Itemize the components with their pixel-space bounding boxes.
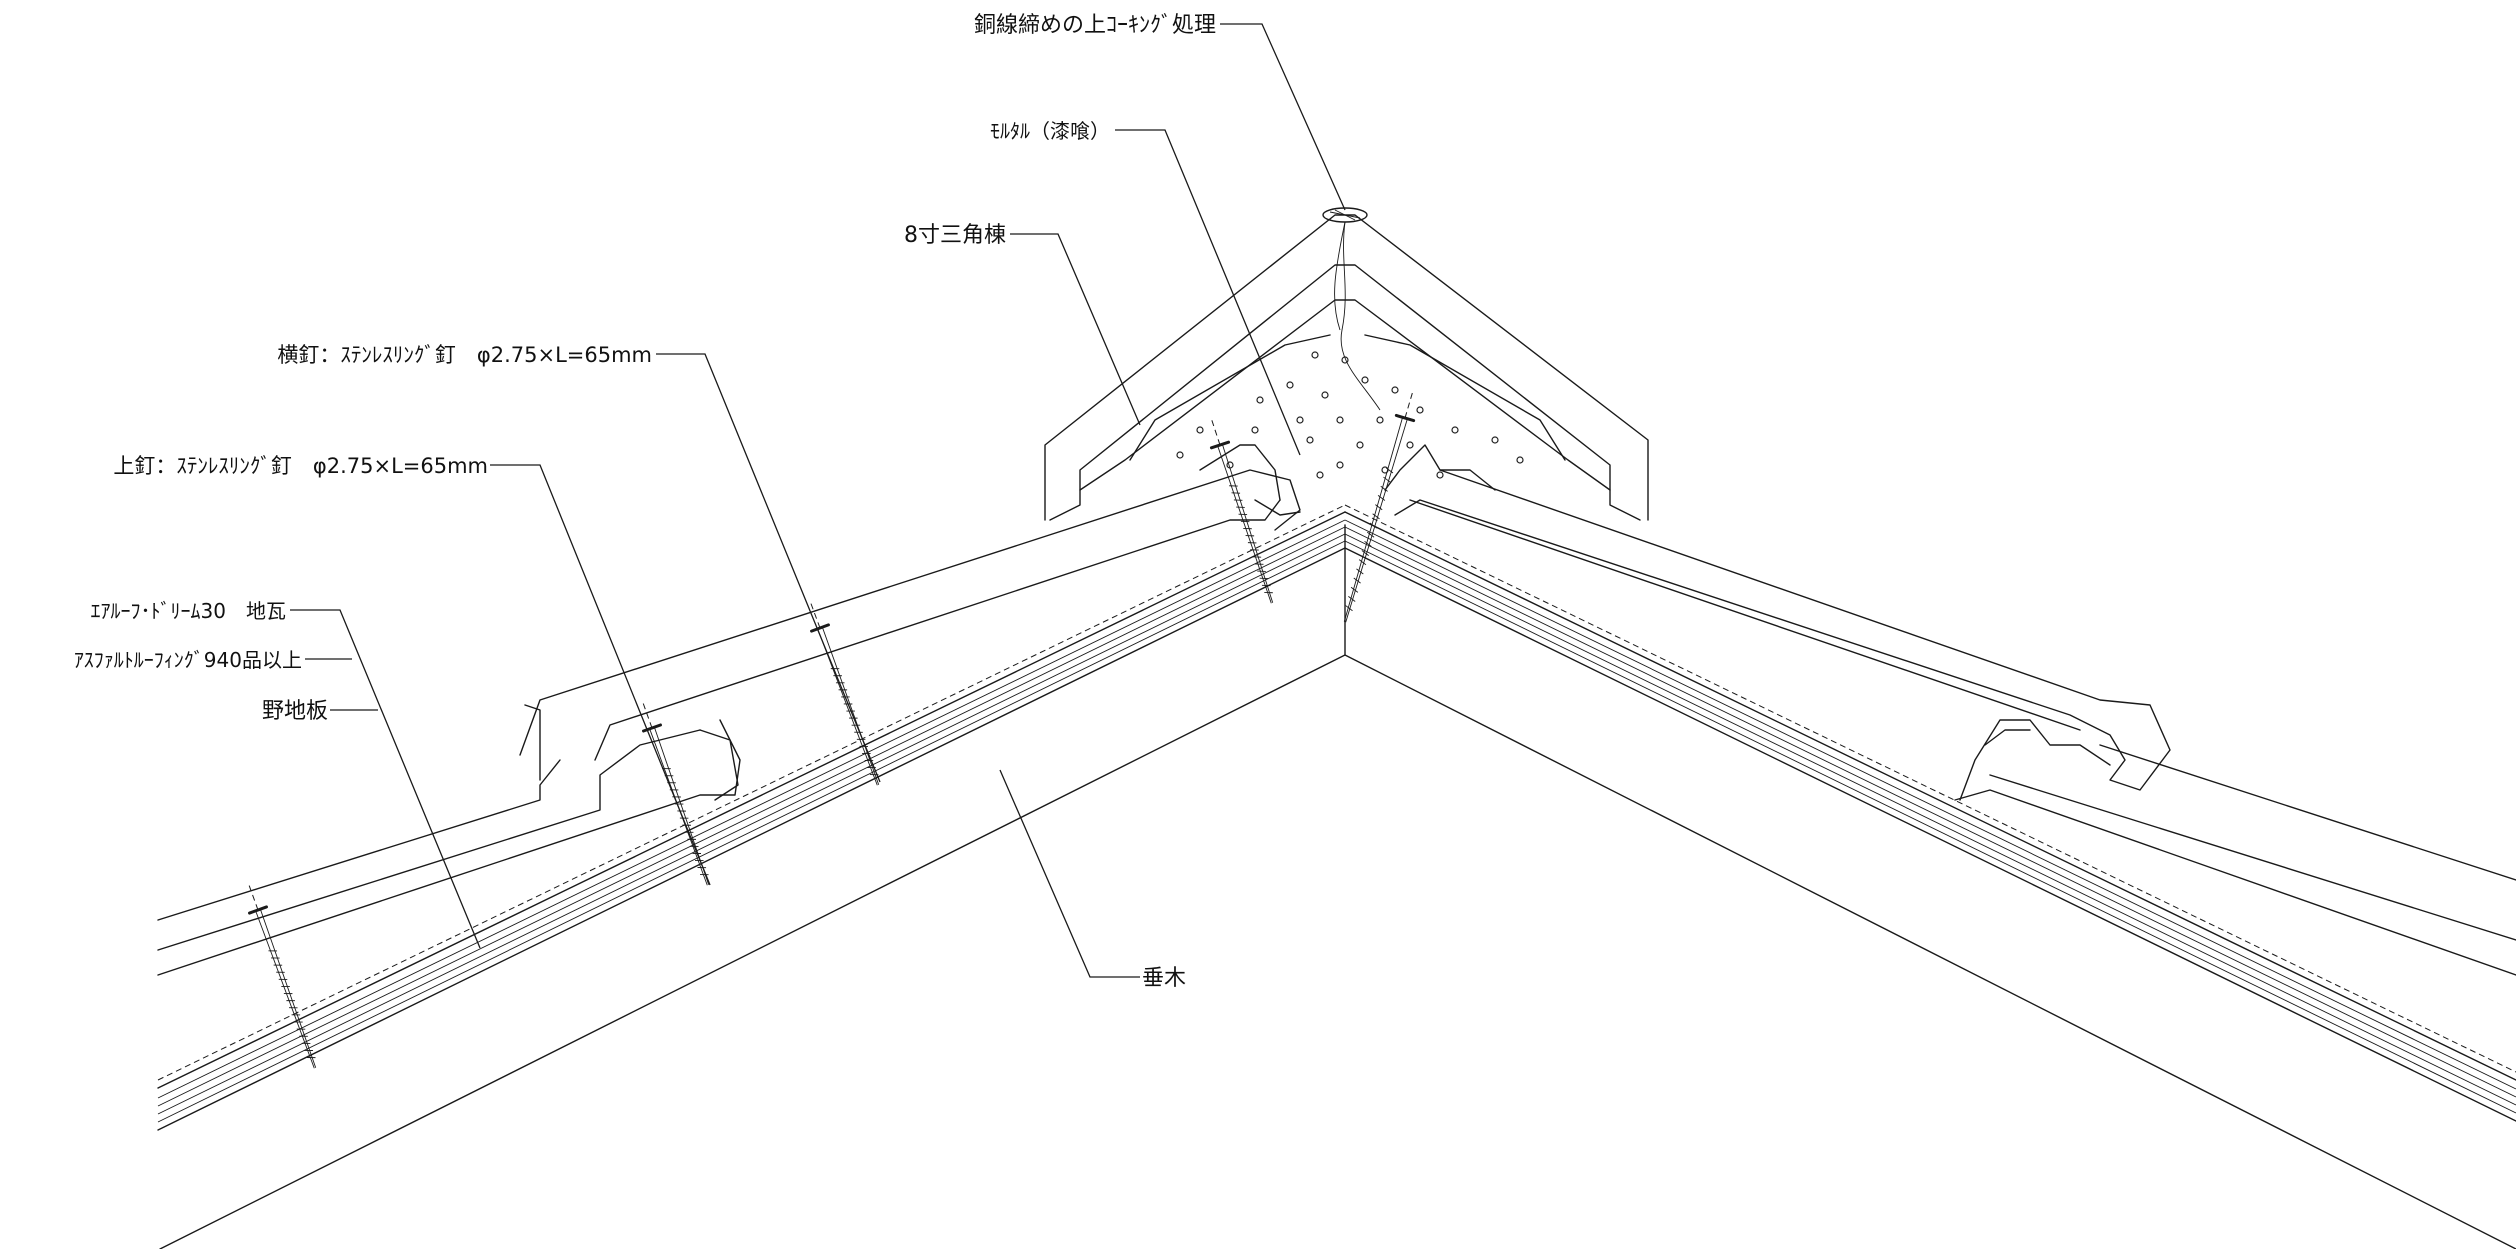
mortar-dot bbox=[1336, 416, 1344, 424]
label-base-tile: ｴｱﾙｰﾌ･ﾄﾞﾘｰﾑ30 地瓦 bbox=[91, 599, 286, 623]
mortar-dot bbox=[1416, 406, 1424, 414]
base-tile-right bbox=[1384, 444, 2516, 976]
ridge-tile bbox=[1044, 214, 1649, 521]
sheathing-right bbox=[1344, 504, 2516, 1122]
mortar-dot bbox=[1341, 356, 1349, 364]
sheathing-left bbox=[157, 504, 1346, 1131]
leader-lines bbox=[290, 23, 1346, 978]
mortar-dot bbox=[1256, 396, 1264, 404]
mortar-dot bbox=[1406, 441, 1414, 449]
mortar-dot bbox=[1176, 451, 1184, 459]
rafter bbox=[159, 524, 2516, 1249]
label-side-nail: 横釘：ｽﾃﾝﾚｽﾘﾝｸﾞ釘 φ2.75×L=65mm bbox=[277, 343, 652, 367]
mortar-dot bbox=[1306, 436, 1314, 444]
label-sheathing: 野地板 bbox=[262, 699, 328, 724]
mortar-dot bbox=[1321, 391, 1329, 399]
mortar-dot bbox=[1356, 441, 1364, 449]
labels: 銅線締めの上ｺｰｷﾝｸﾞ処理 ﾓﾙﾀﾙ（漆喰） 8寸三角棟 横釘：ｽﾃﾝﾚｽﾘﾝ… bbox=[74, 13, 1216, 991]
label-mortar: ﾓﾙﾀﾙ（漆喰） bbox=[990, 119, 1110, 143]
label-copper-wire: 銅線締めの上ｺｰｷﾝｸﾞ処理 bbox=[974, 13, 1216, 38]
mortar-dot bbox=[1436, 471, 1444, 479]
mortar-dot bbox=[1196, 426, 1204, 434]
mortar-dot bbox=[1491, 436, 1499, 444]
mortar-dot bbox=[1316, 471, 1324, 479]
copper-wire-cap bbox=[1322, 207, 1381, 411]
mortar-dot bbox=[1361, 376, 1369, 384]
mortar-dot bbox=[1286, 381, 1294, 389]
label-rafter: 垂木 bbox=[1142, 966, 1186, 991]
nails bbox=[247, 389, 1416, 1069]
nail bbox=[1209, 416, 1274, 604]
mortar-dot bbox=[1376, 416, 1384, 424]
mortar-dot bbox=[1336, 461, 1344, 469]
mortar-fill bbox=[1176, 351, 1524, 479]
mortar-dot bbox=[1451, 426, 1459, 434]
nail bbox=[247, 881, 317, 1069]
label-ridge-tile: 8寸三角棟 bbox=[904, 223, 1006, 248]
nail bbox=[809, 599, 880, 786]
label-top-nail: 上釘：ｽﾃﾝﾚｽﾘﾝｸﾞ釘 φ2.75×L=65mm bbox=[113, 454, 488, 478]
mortar-dot bbox=[1251, 426, 1259, 434]
mortar-dot bbox=[1311, 351, 1319, 359]
nail bbox=[1343, 389, 1416, 623]
mortar-dot bbox=[1391, 386, 1399, 394]
mortar-dot bbox=[1516, 456, 1524, 464]
mortar-dot bbox=[1296, 416, 1304, 424]
label-roofing: ｱｽﾌｧﾙﾄﾙｰﾌｨﾝｸﾞ940品以上 bbox=[74, 648, 302, 672]
base-tile-left bbox=[157, 444, 1301, 976]
